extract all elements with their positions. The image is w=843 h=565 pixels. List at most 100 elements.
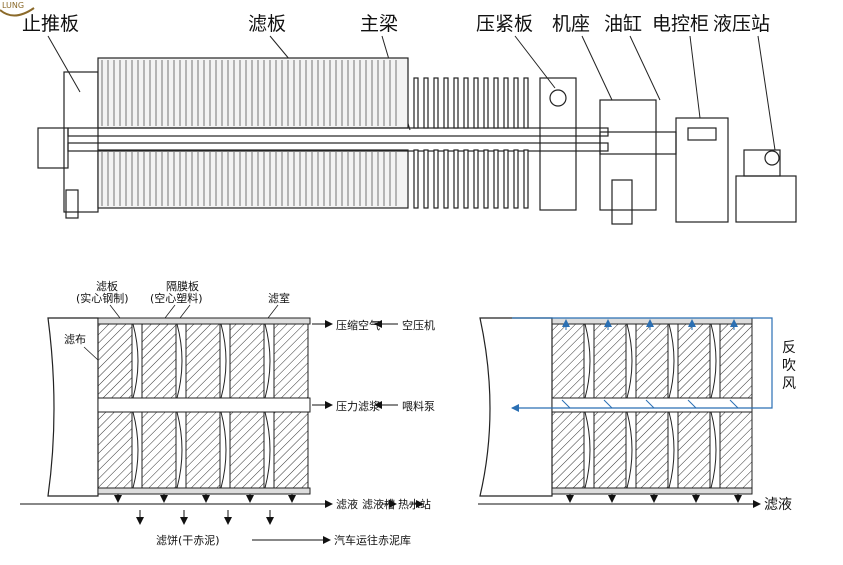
process-diagram-right [478, 317, 773, 508]
company-logo: LUNG [0, 1, 35, 17]
hatched-plate [229, 323, 265, 399]
label-filter-plate-small: 滤板 [96, 279, 118, 293]
machine-labels: 止推板 滤板 主梁 压紧板 机座 油缸 电控柜 液压站 [22, 13, 770, 35]
blue-arrow [687, 399, 697, 409]
label-filter-cloth: 滤布 [64, 333, 86, 346]
hatched-plate [719, 411, 753, 489]
hatched-plate [677, 411, 711, 489]
hatched-plate [273, 323, 309, 399]
hatched-plate [141, 411, 177, 489]
separated-plate [483, 77, 489, 129]
process-diagram-left [20, 317, 424, 544]
label-main-beam: 主梁 [360, 13, 398, 35]
label-diaphragm: 隔膜板 [166, 279, 199, 293]
label-filter-plate-sub: (实心钢制) [76, 291, 129, 305]
separated-plate [433, 77, 439, 129]
label-press-plate: 压紧板 [476, 13, 533, 35]
diaphragm-curve [584, 323, 591, 399]
hatched-plate [635, 411, 669, 489]
separated-plate [443, 77, 449, 129]
separated-plate [473, 77, 479, 129]
blue-arrow [729, 399, 739, 409]
logo-text: LUNG [2, 1, 24, 10]
hatched-plate [593, 323, 627, 399]
label-filtrate-right: 滤液 [764, 497, 792, 513]
label-air-compressor: 空压机 [402, 318, 435, 332]
separated-plate [513, 149, 519, 209]
label-diaphragm-sub: (空心塑料) [150, 291, 203, 305]
separated-plate [513, 77, 519, 129]
separated-plate [523, 77, 529, 129]
label-pressure-slurry: 压力滤浆 [336, 399, 380, 413]
diaphragm-curve [132, 323, 139, 399]
process-left-labels: 滤板 (实心钢制) 隔膜板 (空心塑料) 滤室 滤布 压缩空气 空压机 压力滤浆… [64, 279, 435, 547]
diaphragm-curve [264, 411, 271, 489]
label-stop-plate: 止推板 [22, 13, 79, 35]
hatched-plate [677, 323, 711, 399]
separated-plate [523, 149, 529, 209]
separated-plate [453, 149, 459, 209]
separated-plate [413, 149, 419, 209]
hatched-plate [185, 323, 221, 399]
hatched-plate [229, 411, 265, 489]
separated-plate [503, 77, 509, 129]
diaphragm-curve [176, 411, 183, 489]
hatched-plate [141, 323, 177, 399]
label-back-blow-3: 风 [782, 376, 796, 392]
diaphragm-curve [220, 323, 227, 399]
label-filter-plate: 滤板 [248, 13, 286, 35]
filter-press-machine [37, 57, 797, 225]
diaphragm-curve [176, 323, 183, 399]
process-right-labels: 反 吹 风 滤液 [764, 340, 796, 513]
separated-plate [493, 149, 499, 209]
diaphragm-curve [132, 411, 139, 489]
process-leaders [83, 304, 279, 361]
label-back-blow-2: 吹 [782, 358, 796, 374]
blue-arrow [603, 399, 613, 409]
separated-plate [433, 149, 439, 209]
separated-plate [423, 149, 429, 209]
label-truck-transport: 汽车运往赤泥库 [334, 533, 411, 547]
label-filter-cake: 滤饼(干赤泥) [156, 533, 220, 547]
label-control-cabinet: 电控柜 [652, 13, 709, 35]
hatched-plate [719, 323, 753, 399]
diaphragm-curve [668, 323, 675, 399]
label-feed-pump: 喂料泵 [402, 399, 435, 413]
label-back-blow-1: 反 [782, 340, 796, 356]
label-hydraulic-station: 液压站 [713, 13, 770, 35]
diaphragm-curve [626, 323, 633, 399]
hatched-plate [97, 323, 133, 399]
hatched-plate [97, 411, 133, 489]
label-filtrate-left: 滤液 [336, 497, 358, 511]
hatched-plate [593, 411, 627, 489]
label-oil-cylinder: 油缸 [604, 13, 642, 35]
separated-plate [423, 77, 429, 129]
diaphragm-curve [710, 411, 717, 489]
separated-plate [493, 77, 499, 129]
label-filtrate-tank: 滤液槽 [362, 497, 395, 511]
hatched-plate [635, 323, 669, 399]
separated-plate [503, 149, 509, 209]
diaphragm-curve [220, 411, 227, 489]
separated-plate [463, 149, 469, 209]
separated-plate [463, 77, 469, 129]
diaphragm-curve [584, 411, 591, 489]
separated-plate [443, 149, 449, 209]
label-machine-base: 机座 [552, 13, 590, 35]
separated-plate [483, 149, 489, 209]
diaphragm-curve [710, 323, 717, 399]
diaphragm-curve [626, 411, 633, 489]
blue-arrow [561, 399, 571, 409]
diaphragm-curve [264, 323, 271, 399]
hatched-plate [551, 411, 585, 489]
hatched-plate [551, 323, 585, 399]
hatched-plate [273, 411, 309, 489]
separated-plate [453, 77, 459, 129]
blue-arrow [645, 399, 655, 409]
separated-plate [473, 149, 479, 209]
label-chamber: 滤室 [268, 291, 290, 305]
hatched-plate [185, 411, 221, 489]
label-hot-water-station: 热水站 [398, 497, 431, 511]
label-compressed-air: 压缩空气 [336, 318, 380, 332]
